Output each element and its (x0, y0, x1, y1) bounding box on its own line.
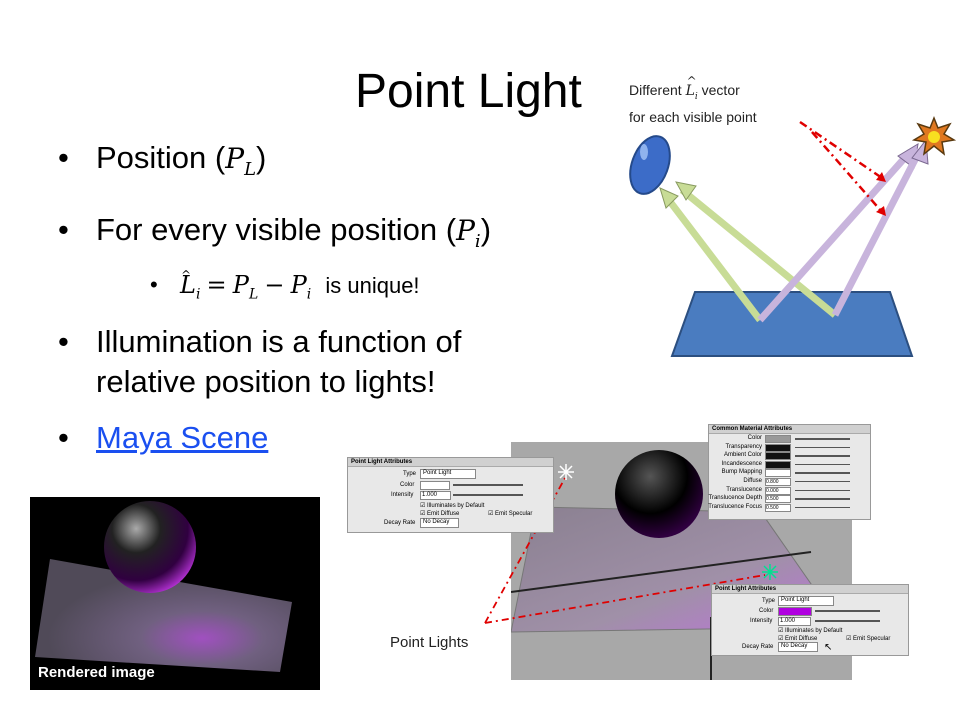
illum-default-checkbox[interactable]: ☑ Illuminates by Default (420, 503, 485, 509)
light-attributes-panel-bottom: Point Light Attributes Type Point Light … (711, 584, 909, 656)
green-arrow-1 (662, 192, 763, 323)
vector-annotation: Different Li vector for each visible poi… (629, 71, 757, 127)
light-core (928, 131, 940, 143)
material-row-field[interactable] (765, 435, 791, 443)
emit-diffuse-checkbox[interactable]: ☑ Emit Diffuse (778, 636, 818, 642)
material-row-label: Transparency (725, 443, 762, 450)
surface-plane (670, 291, 914, 357)
light-marker-2-icon (762, 564, 778, 580)
red-arrowhead-1 (876, 172, 886, 182)
material-row-slider[interactable] (795, 506, 850, 509)
slide-title: Point Light (355, 65, 582, 118)
bullet-position: Position (PL) (58, 138, 618, 190)
red-arrowhead-2 (876, 206, 886, 216)
material-row-label: Translucence Depth (708, 495, 762, 502)
material-row-field[interactable]: 0.500 (765, 503, 791, 512)
red-dash-1 (799, 120, 883, 180)
material-row-slider[interactable] (795, 455, 850, 457)
point-light-diagram (629, 115, 957, 357)
material-row: Incandescence (709, 460, 870, 470)
purple-arrow-2 (831, 148, 924, 317)
material-row-label: Ambient Color (723, 452, 762, 459)
intensity-field[interactable]: 1.000 (420, 491, 451, 500)
color-swatch[interactable] (420, 481, 450, 490)
light-attributes-panel-top: Point Light Attributes Type Point Light … (347, 457, 554, 533)
material-row-field[interactable]: 0.000 (765, 486, 791, 495)
cursor-icon: ↖ (824, 642, 833, 653)
type-select[interactable]: Point Light (420, 469, 476, 479)
decay-select[interactable]: No Decay (778, 642, 818, 652)
decay-select[interactable]: No Decay (420, 518, 459, 528)
bullet-every-position: For every visible position (Pi) (58, 210, 618, 262)
green-arrow-2 (679, 187, 838, 318)
color-slider[interactable] (815, 610, 880, 612)
material-row-label: Diffuse (743, 477, 762, 484)
annotation-math-l: Li (686, 71, 698, 107)
emit-specular-checkbox[interactable]: ☑ Emit Specular (488, 511, 533, 517)
maya-scene-link[interactable]: Maya Scene (96, 419, 269, 455)
illum-default-checkbox[interactable]: ☑ Illuminates by Default (778, 628, 843, 634)
panel-header: Point Light Attributes (712, 585, 908, 594)
material-row-slider[interactable] (795, 438, 850, 440)
annotation-line-1: Different Li vector (629, 71, 757, 107)
material-row-label: Bump Mapping (721, 469, 762, 476)
green-arrowhead-1 (659, 187, 679, 209)
material-row-slider[interactable] (795, 463, 850, 466)
material-row-field[interactable]: 0.500 (765, 495, 791, 504)
material-row: Bump Mapping (709, 469, 870, 478)
grid-line-1 (511, 551, 812, 593)
callout-line-2 (484, 574, 766, 624)
bullet-illumination: Illumination is a function of relative p… (58, 322, 618, 402)
material-row-field[interactable] (765, 469, 791, 478)
type-select[interactable]: Point Light (778, 596, 834, 606)
bullet-list: Position (PL) For every visible position… (58, 138, 618, 478)
material-row: Ambient Color (709, 452, 870, 461)
color-swatch[interactable] (778, 607, 812, 616)
point-lights-label: Point Lights (390, 634, 469, 651)
bullet-maya-scene: Maya Scene (58, 418, 618, 458)
red-dash-2 (811, 131, 883, 213)
panel-header: Common Material Attributes (709, 425, 870, 434)
rendered-sphere (104, 501, 196, 593)
material-row: Transparency (709, 443, 870, 453)
material-row-label: Incandescence (721, 460, 762, 467)
green-arrowhead-2 (675, 181, 697, 201)
material-row-field[interactable] (765, 443, 791, 452)
intensity-slider[interactable] (815, 620, 880, 622)
rendered-image-label: Rendered image (38, 664, 155, 681)
material-row-slider[interactable] (795, 446, 850, 449)
intensity-field[interactable]: 1.000 (778, 617, 811, 626)
material-row-field[interactable] (765, 460, 791, 469)
rendered-plane (35, 559, 292, 672)
object-blob (629, 135, 671, 195)
emit-specular-checkbox[interactable]: ☑ Emit Specular (846, 636, 891, 642)
material-row-label: Color (747, 435, 762, 441)
material-row-slider[interactable] (795, 472, 850, 474)
object-highlight (640, 144, 648, 160)
material-row-field[interactable] (765, 452, 791, 461)
material-row-slider[interactable] (795, 498, 850, 500)
panel-header: Point Light Attributes (348, 458, 553, 467)
material-row-field[interactable]: 0.800 (765, 477, 791, 486)
material-row-slider[interactable] (795, 489, 850, 492)
material-row-label: Translucence (726, 486, 762, 493)
light-marker-1-icon (558, 464, 574, 480)
material-row-slider[interactable] (795, 480, 850, 483)
intensity-slider[interactable] (453, 494, 523, 496)
material-row: Color (709, 435, 870, 444)
color-slider[interactable] (453, 484, 523, 486)
bullet-formula: Li = PL − Pi is unique! (150, 260, 618, 309)
material-row-label: Translucence Focus (708, 503, 762, 510)
annotation-line-2: for each visible point (629, 108, 757, 125)
emit-diffuse-checkbox[interactable]: ☑ Emit Diffuse (420, 511, 460, 517)
rendered-image (30, 497, 320, 690)
viewport-sphere (615, 450, 703, 538)
